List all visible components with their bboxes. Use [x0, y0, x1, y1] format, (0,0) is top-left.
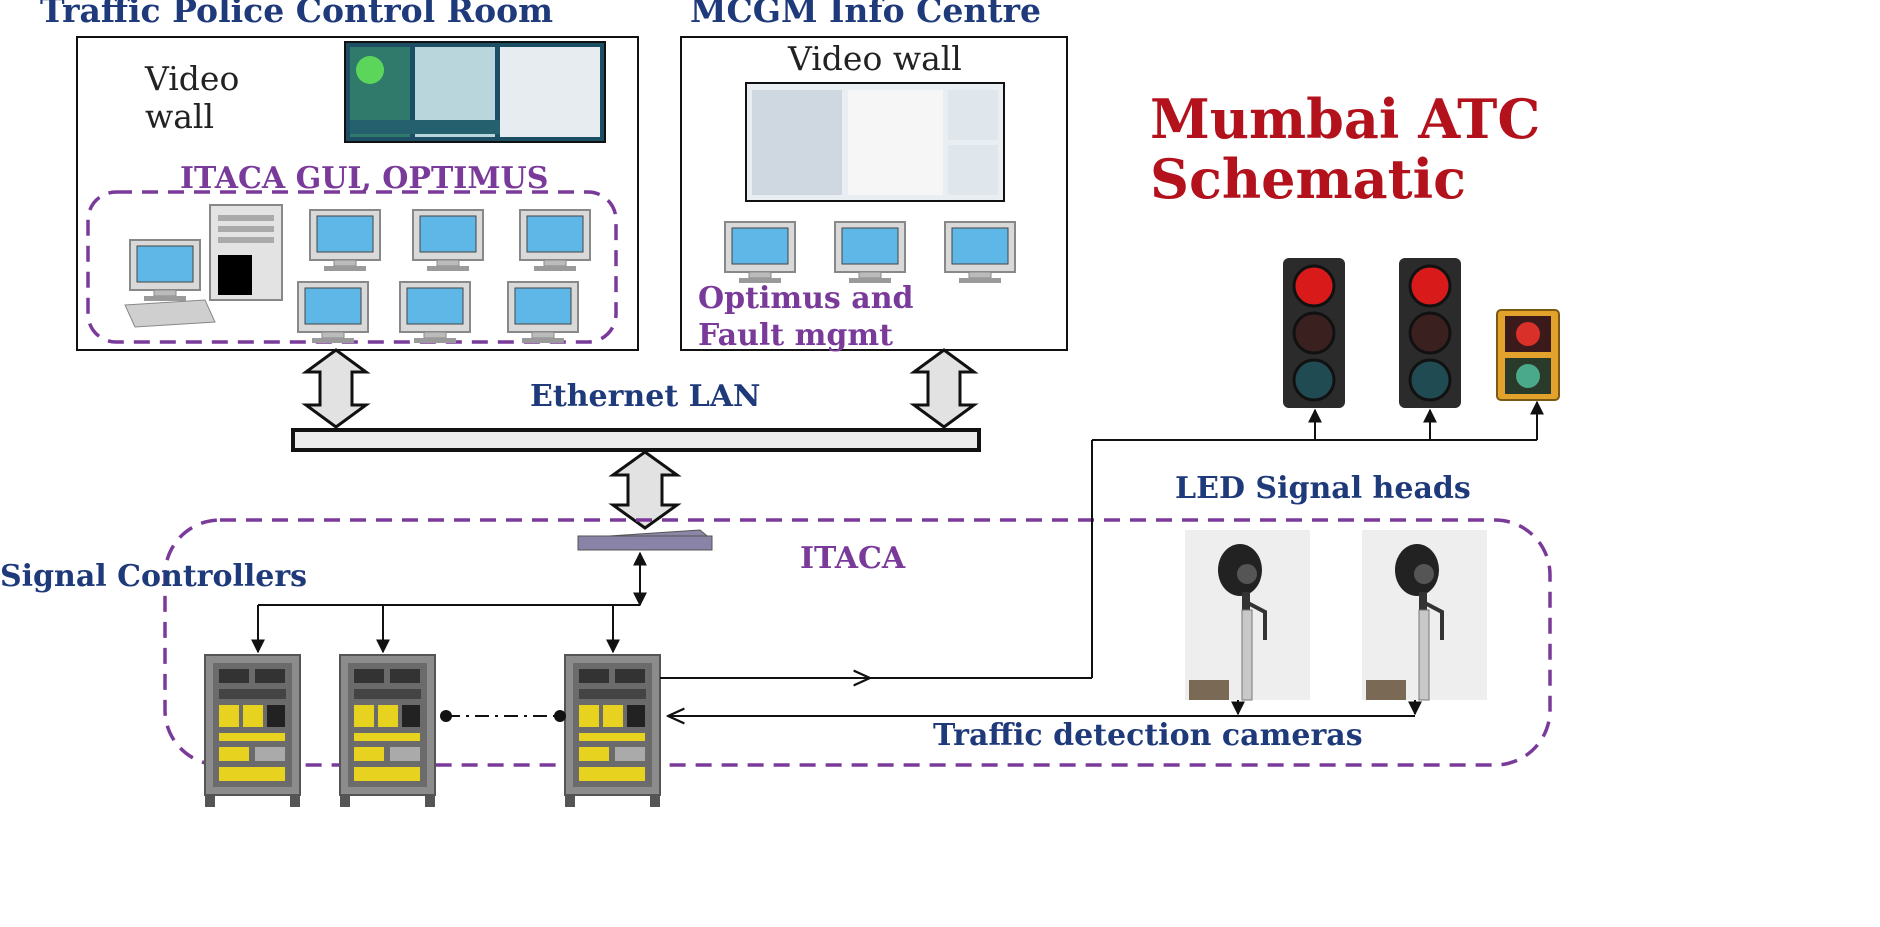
pedestrian-signal-head-icon	[1496, 309, 1560, 401]
signal-controller-icon	[204, 654, 301, 808]
monitor-icon	[944, 221, 1016, 284]
traffic-police-video-wall-screen	[344, 41, 606, 143]
traffic-detection-camera-icon	[1360, 528, 1489, 702]
title-line1: Mumbai ATC	[1150, 87, 1540, 151]
itaca-gui-optimus-label: ITACA GUI, OPTIMUS	[180, 161, 548, 196]
traffic-police-server-icon	[209, 204, 283, 301]
itaca-label: ITACA	[800, 541, 906, 576]
traffic-police-workstation-icon	[124, 239, 216, 328]
monitor-icon	[507, 281, 579, 344]
monitor-icon	[519, 209, 591, 272]
traffic-detection-camera-icon	[1183, 528, 1312, 702]
ethernet-lan-bus	[291, 428, 981, 452]
network-switch-icon	[577, 529, 713, 551]
signal-controllers-label: Signal Controllers	[0, 559, 307, 594]
traffic-police-box	[76, 36, 639, 351]
signal-controller-icon	[564, 654, 661, 808]
controller-to-signal-heads-link	[660, 400, 1544, 678]
traffic-police-video-wall-line1: Video	[144, 59, 239, 98]
mcgm-optimus-label-line1: Optimus and	[698, 281, 914, 316]
traffic-police-video-wall-line2: wall	[145, 97, 214, 136]
traffic-detection-cameras-label: Traffic detection cameras	[933, 718, 1363, 753]
ethernet-lan-label: Ethernet LAN	[530, 379, 760, 414]
double-arrow-icon	[301, 348, 371, 429]
mcgm-heading: MCGM Info Centre	[690, 0, 1041, 30]
title-line2: Schematic	[1150, 147, 1466, 211]
mcgm-optimus-label-line2: Fault mgmt	[698, 318, 893, 353]
controller-ellipsis-link	[440, 710, 566, 722]
mcgm-video-wall-screen	[745, 82, 1005, 202]
mcgm-box	[680, 36, 1068, 351]
itaca-group-boundary	[163, 518, 1552, 767]
led-signal-heads-label: LED Signal heads	[1175, 471, 1471, 506]
monitor-icon	[297, 281, 369, 344]
mcgm-video-wall-label: Video wall	[787, 39, 962, 78]
monitor-icon	[724, 221, 796, 284]
traffic-police-heading: Traffic Police Control Room	[40, 0, 553, 30]
monitor-icon	[399, 281, 471, 344]
monitor-icon	[834, 221, 906, 284]
monitor-icon	[309, 209, 381, 272]
monitor-icon	[412, 209, 484, 272]
controller-network-links	[251, 551, 647, 654]
traffic-signal-head-icon	[1397, 256, 1463, 410]
double-arrow-icon	[608, 450, 682, 530]
double-arrow-icon	[909, 348, 979, 429]
signal-controller-icon	[339, 654, 436, 808]
traffic-signal-head-icon	[1281, 256, 1347, 410]
